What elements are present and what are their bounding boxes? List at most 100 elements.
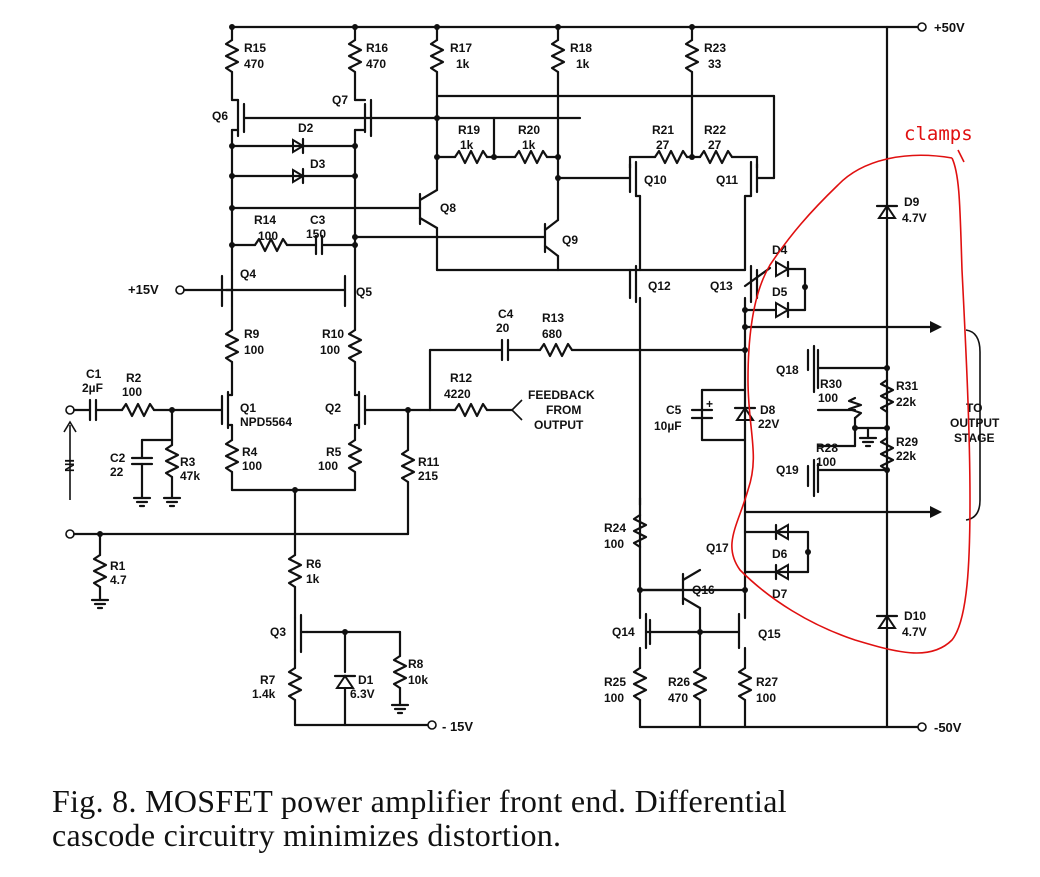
r26-value: 470 <box>668 691 688 705</box>
c5-value: 10µF <box>654 419 682 433</box>
q3-current-source: R6 1k Q3 R7 1.4k D1 6.3V R8 10k <box>252 488 428 727</box>
r8-value: 10k <box>408 673 428 687</box>
r24-value: 100 <box>604 537 624 551</box>
r24-ref: R24 <box>604 521 626 535</box>
q10-label: Q10 <box>644 173 667 187</box>
q9-label: Q9 <box>562 233 578 247</box>
r17-ref: R17 <box>450 41 472 55</box>
r28-ref: R28 <box>816 441 838 455</box>
output-bias-section: Q18 Q19 R30 100 R28 100 R31 22k R29 22k <box>776 195 1000 639</box>
q16-label: Q16 <box>692 583 715 597</box>
input-label: IN <box>62 459 77 472</box>
q14-label: Q14 <box>612 625 635 639</box>
r1-value: 4.7 <box>110 573 127 587</box>
r4-ref: R4 <box>242 445 258 459</box>
q19-label: Q19 <box>776 463 799 477</box>
r9-ref: R9 <box>244 327 260 341</box>
r15-value: 470 <box>244 57 264 71</box>
d9-ref: D9 <box>904 195 920 209</box>
clamps-annotation: clamps <box>731 123 973 654</box>
r18-value: 1k <box>576 57 590 71</box>
feedback-line3: OUTPUT <box>534 418 584 432</box>
feedback-line2: FROM <box>546 403 581 417</box>
r13-ref: R13 <box>542 311 564 325</box>
clamps-label: clamps <box>904 123 973 145</box>
d8-ref: D8 <box>760 403 776 417</box>
r10-ref: R10 <box>322 327 344 341</box>
q5-label: Q5 <box>356 285 372 299</box>
d1-ref: D1 <box>358 673 374 687</box>
r30-ref: R30 <box>820 377 842 391</box>
d5-ref: D5 <box>772 285 788 299</box>
c4-value: 20 <box>496 321 510 335</box>
c2-value: 22 <box>110 465 124 479</box>
r29-value: 22k <box>896 449 916 463</box>
r1-ref: R1 <box>110 559 126 573</box>
r26-ref: R26 <box>668 675 690 689</box>
r2-value: 100 <box>122 385 142 399</box>
r7-ref: R7 <box>260 673 276 687</box>
r3-ref: R3 <box>180 455 196 469</box>
r5-ref: R5 <box>326 445 342 459</box>
r7-value: 1.4k <box>252 687 276 701</box>
c5-ref: C5 <box>666 403 682 417</box>
diff-pair: Q1 NPD5564 Q2 R9 100 R10 100 R4 100 R5 1… <box>220 307 747 536</box>
r9-value: 100 <box>244 343 264 357</box>
r27-value: 100 <box>756 691 776 705</box>
r13-value: 680 <box>542 327 562 341</box>
r6-value: 1k <box>306 572 320 586</box>
d2-ref: D2 <box>298 121 314 135</box>
d8-value: 22V <box>758 417 779 431</box>
q11-label: Q11 <box>716 173 738 187</box>
r27-ref: R27 <box>756 675 778 689</box>
rail-pos15: +15V <box>128 282 347 297</box>
r23-value: 33 <box>708 57 722 71</box>
d3-ref: D3 <box>310 157 326 171</box>
vas-section: R23 33 R21 27 R22 27 Q10 Q11 Q12 <box>435 24 942 592</box>
r22-value: 27 <box>708 138 722 152</box>
feedback-line1: FEEDBACK <box>528 388 595 402</box>
r25-ref: R25 <box>604 675 626 689</box>
r28-value: 100 <box>816 455 836 469</box>
r10-value: 100 <box>320 343 340 357</box>
q7-label: Q7 <box>332 93 348 107</box>
bias-section: R17 1k R18 1k R19 1k R20 1k Q8 <box>418 24 747 272</box>
q12-label: Q12 <box>648 279 671 293</box>
c5-plus: + <box>706 397 713 411</box>
input-section: IN C1 2µF R2 100 R3 47k C2 22 <box>62 367 410 610</box>
q2-label: Q2 <box>325 401 341 415</box>
r19-ref: R19 <box>458 123 480 137</box>
r16-ref: R16 <box>366 41 388 55</box>
r5-value: 100 <box>318 459 338 473</box>
r29-ref: R29 <box>896 435 918 449</box>
r14-ref: R14 <box>254 213 276 227</box>
q6-label: Q6 <box>212 109 228 123</box>
r11-value: 215 <box>418 469 438 483</box>
q15-label: Q15 <box>758 627 781 641</box>
c3-value: 150 <box>306 227 326 241</box>
r20-value: 1k <box>522 138 536 152</box>
q4-label: Q4 <box>240 267 256 281</box>
r11-ref: R11 <box>418 455 440 469</box>
schematic: +50V -50V +15V - 15V IN C1 2µF R2 100 <box>62 20 1000 735</box>
rail-neg15: - 15V <box>293 719 473 734</box>
r17-value: 1k <box>456 57 470 71</box>
label-neg15: - 15V <box>442 719 473 734</box>
r20-ref: R20 <box>518 123 540 137</box>
r31-ref: R31 <box>896 379 918 393</box>
output-line3: STAGE <box>954 431 994 445</box>
rail-neg50: -50V <box>638 720 962 735</box>
r21-ref: R21 <box>652 123 674 137</box>
mirror-section: Q16 Q17 Q14 Q15 R25 100 R26 470 R27 100 <box>604 496 942 729</box>
cascode-section: Q4 Q5 R14 100 C3 150 D2 <box>212 24 582 332</box>
d1-value: 6.3V <box>350 687 375 701</box>
r12-value: 4220 <box>444 387 471 401</box>
r30-value: 100 <box>818 391 838 405</box>
label-pos50: +50V <box>934 20 965 35</box>
r2-ref: R2 <box>126 371 142 385</box>
c1-ref: C1 <box>86 367 102 381</box>
r22-ref: R22 <box>704 123 726 137</box>
c2-ref: C2 <box>110 451 126 465</box>
c1-value: 2µF <box>82 381 103 395</box>
output-line2: OUTPUT <box>950 416 1000 430</box>
